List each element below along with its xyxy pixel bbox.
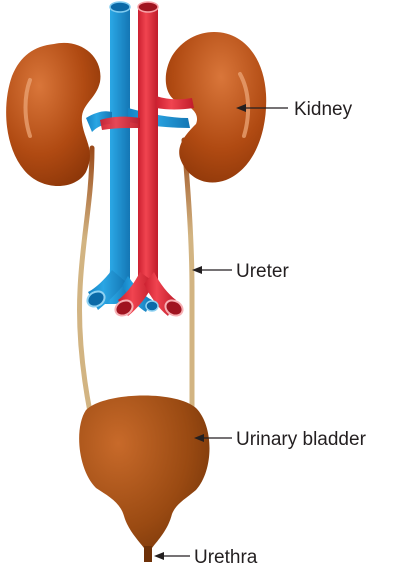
left-kidney (6, 42, 101, 187)
vein-right-opening (145, 300, 159, 312)
bladder-pointer (194, 434, 232, 442)
vena-cava-top-opening (109, 1, 131, 13)
right-ureter (181, 137, 195, 415)
urethra-pointer (154, 552, 190, 560)
right-renal-artery (156, 96, 194, 110)
left-kidney-highlight (23, 78, 32, 138)
right-kidney (165, 32, 267, 183)
right-kidney-highlight (238, 72, 251, 138)
bladder-label: Urinary bladder (236, 429, 367, 450)
artery-right-opening (164, 299, 184, 317)
urinary-bladder (79, 395, 210, 556)
vein-left-opening (86, 290, 106, 308)
left-renal-vein (86, 111, 112, 132)
ureter-pointer (192, 266, 232, 274)
aorta (138, 6, 158, 280)
artery-left-opening (114, 299, 134, 317)
urethra (144, 546, 152, 562)
urethra-label: Urethra (194, 547, 258, 567)
kidney-pointer (236, 104, 288, 112)
kidney-label: Kidney (294, 99, 353, 120)
left-ureter (76, 145, 95, 415)
vena-cava (97, 6, 130, 304)
aorta-top-opening (137, 1, 159, 13)
ureter-label: Ureter (236, 261, 289, 282)
left-renal-artery (100, 116, 140, 130)
